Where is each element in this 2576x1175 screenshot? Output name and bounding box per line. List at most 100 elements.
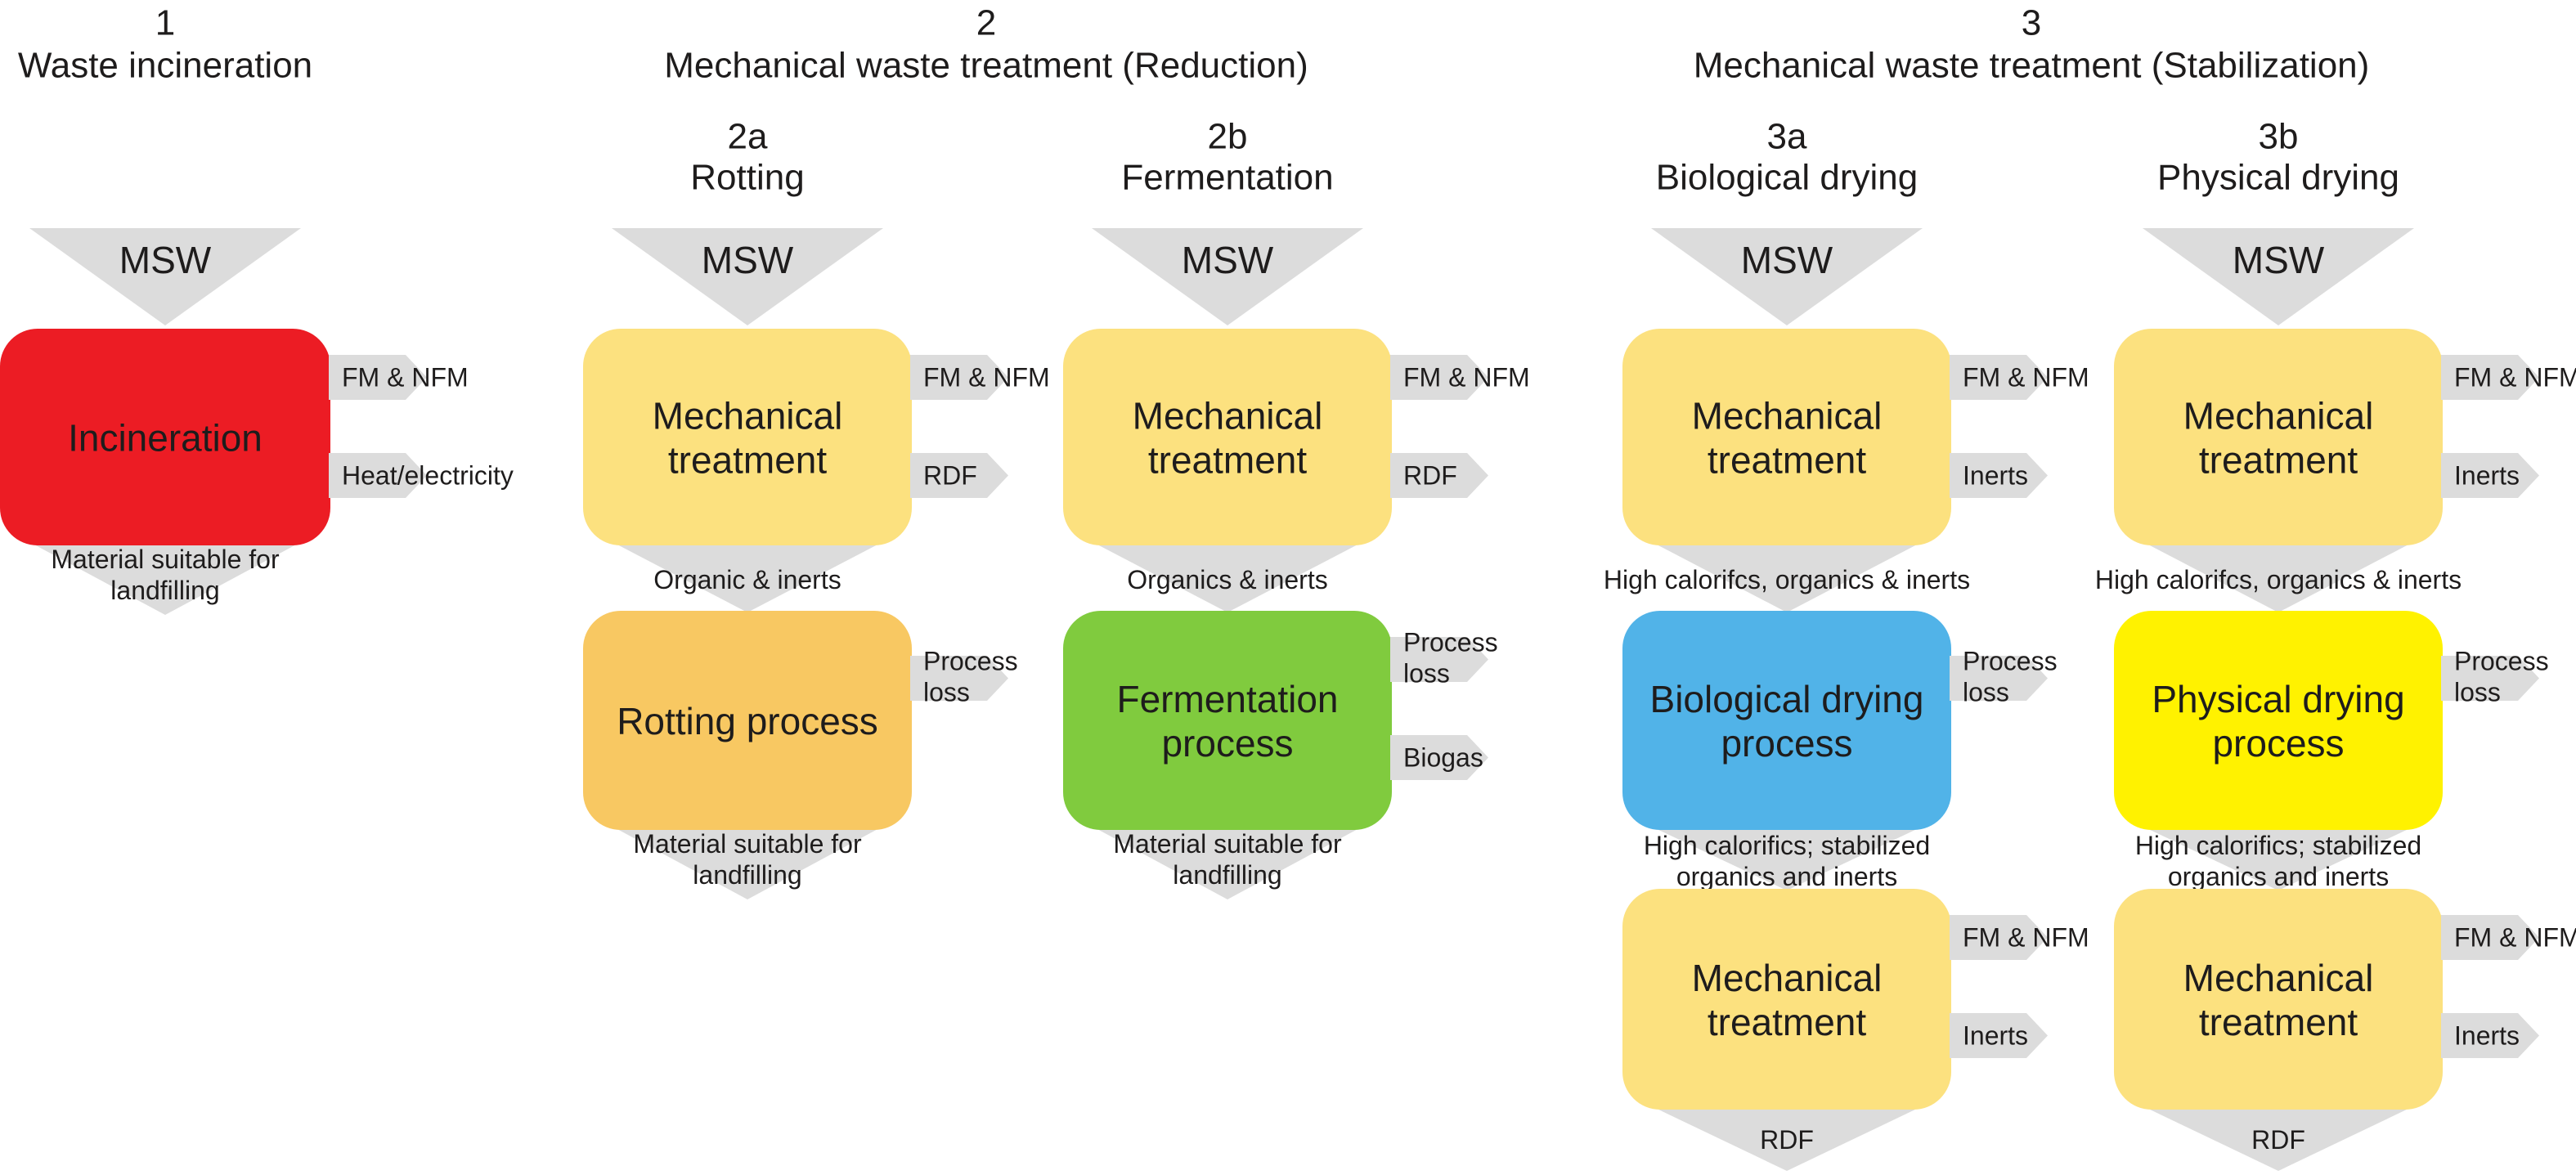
msw-label: MSW <box>119 239 212 281</box>
output-arrow: High calorifcs, organics & inerts <box>1604 544 1970 612</box>
process-label: Mechanical <box>653 395 843 437</box>
right-arrow-shape <box>2441 355 2539 400</box>
side-output-label: Biogas <box>1403 743 1483 773</box>
right-arrow-shape <box>1950 915 2048 960</box>
output-label: organics and inerts <box>1676 862 1897 891</box>
output-label: Material suitable for <box>633 829 862 859</box>
process-box <box>1622 329 1951 545</box>
right-arrow-shape <box>910 453 1008 498</box>
process-box <box>1063 329 1392 545</box>
down-arrow-shape <box>2143 228 2414 325</box>
msw-input-arrow: MSW <box>612 228 883 325</box>
right-arrow-shape <box>1390 453 1488 498</box>
side-output-label: FM & NFM <box>923 363 1050 392</box>
process-label: treatment <box>1708 1001 1867 1043</box>
side-output-arrow: Inerts <box>1950 453 2048 498</box>
down-arrow-shape <box>616 828 879 899</box>
subgroup-title: Fermentation <box>1121 158 1333 198</box>
down-arrow-shape <box>33 544 298 615</box>
right-arrow-shape <box>1950 355 2048 400</box>
output-label: Material suitable for <box>51 545 280 574</box>
output-arrow: High calorifcs, organics & inerts <box>2095 544 2462 612</box>
side-output-label: Inerts <box>2454 1021 2520 1051</box>
down-arrow-shape <box>1092 228 1363 325</box>
side-output-arrow: Inerts <box>2441 1013 2539 1058</box>
side-output-label: RDF <box>1403 461 1457 491</box>
down-arrow-shape <box>1096 828 1359 899</box>
side-output-label: FM & NFM <box>2454 923 2576 953</box>
process-label: Mechanical <box>1133 395 1323 437</box>
process-label: Mechanical <box>1692 957 1883 999</box>
msw-input-arrow: MSW <box>29 228 301 325</box>
group-title: Mechanical waste treatment (Reduction) <box>664 46 1308 86</box>
process-box <box>1063 611 1392 830</box>
process-label: treatment <box>1148 439 1308 482</box>
right-arrow-shape <box>329 355 427 400</box>
side-output-arrow: FM & NFM <box>1950 355 2089 400</box>
subgroup-title: Biological drying <box>1656 158 1918 198</box>
right-arrow-shape <box>910 355 1008 400</box>
process-label: process <box>2212 722 2344 765</box>
side-output-label: FM & NFM <box>1963 923 2089 953</box>
process-label: Physical drying <box>2152 678 2404 720</box>
stage-1: High calorifcs, organics & inertsMechani… <box>1604 329 2089 612</box>
side-output-label: Inerts <box>1963 461 2028 491</box>
down-arrow-shape <box>1655 828 1919 890</box>
down-arrow-shape <box>1096 544 1359 612</box>
stage-1: Material suitable forlandfillingIncinera… <box>0 329 514 615</box>
output-label: Organics & inerts <box>1127 565 1327 594</box>
down-arrow-shape <box>612 228 883 325</box>
side-output-label: loss <box>1963 678 2009 707</box>
process-box <box>1622 889 1951 1110</box>
output-label: High calorifics; stabilized <box>1644 831 1930 860</box>
down-arrow-shape <box>2147 544 2410 612</box>
output-label: landfilling <box>1173 860 1281 890</box>
subgroup-title: Rotting <box>690 158 804 198</box>
right-arrow-shape <box>1950 453 2048 498</box>
process-box <box>583 611 912 830</box>
output-label: landfilling <box>693 860 801 890</box>
side-output-label: FM & NFM <box>1403 363 1530 392</box>
side-output-arrow: RDF <box>1390 453 1488 498</box>
side-output-arrow: FM & NFM <box>329 355 469 400</box>
down-arrow-shape <box>616 544 879 612</box>
side-output-label: Process <box>923 647 1018 676</box>
right-arrow-shape <box>2441 1013 2539 1058</box>
side-output-arrow: Inerts <box>1950 1013 2048 1058</box>
process-box <box>583 329 912 545</box>
process-box <box>2114 889 2443 1110</box>
side-output-label: FM & NFM <box>342 363 469 392</box>
output-label: Organic & inerts <box>653 565 841 594</box>
process-label: Mechanical <box>2183 957 2374 999</box>
right-arrow-shape <box>1950 656 2048 701</box>
msw-input-arrow: MSW <box>1651 228 1923 325</box>
group-title: Waste incineration <box>18 46 312 86</box>
side-output-label: Process <box>2454 647 2549 676</box>
process-label: Fermentation <box>1116 678 1338 720</box>
output-label: Material suitable for <box>1113 829 1342 859</box>
side-output-label: FM & NFM <box>2454 363 2576 392</box>
output-arrow: RDF <box>1655 1108 1919 1171</box>
side-output-arrow: Inerts <box>2441 453 2539 498</box>
side-output-arrow: FM & NFM <box>1390 355 1530 400</box>
process-label: Rotting process <box>617 700 878 742</box>
